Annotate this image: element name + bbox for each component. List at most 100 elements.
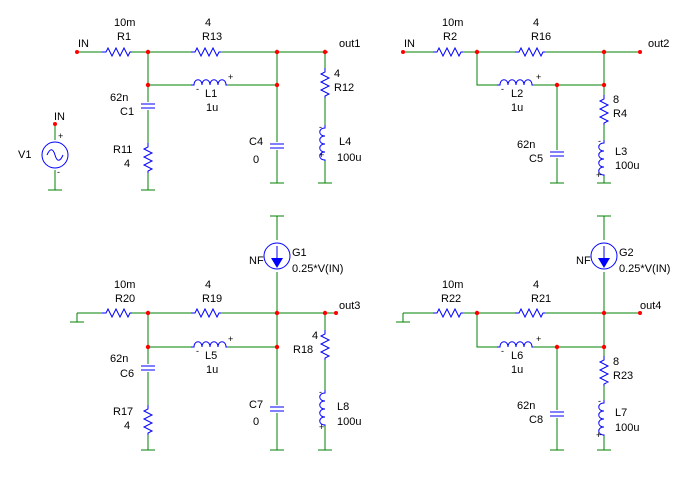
r23-value: 8 (613, 356, 619, 368)
r16-value: 4 (533, 17, 539, 29)
r16-name: R16 (531, 31, 551, 43)
l7-name: L7 (615, 407, 627, 419)
port-out4: out4 (640, 300, 661, 312)
r17-name: R17 (113, 406, 133, 418)
svg-text:+: + (536, 72, 541, 82)
r21-name: R21 (531, 293, 551, 305)
l3-name: L3 (615, 146, 627, 158)
port-out2: out2 (648, 38, 669, 50)
svg-text:-: - (319, 387, 322, 397)
l6-value: 1u (511, 364, 523, 376)
capacitor-c5 (549, 151, 565, 157)
resistor-r1 (101, 47, 133, 57)
resistor-r13 (190, 47, 222, 57)
r17-value: 4 (124, 420, 130, 432)
svg-text:-: - (319, 122, 322, 132)
svg-text:+: + (228, 334, 233, 344)
l2-name: L2 (511, 88, 523, 100)
resistor-r4 (599, 94, 609, 126)
r1-value: 10m (114, 17, 135, 29)
r12-value: 4 (334, 68, 340, 80)
g2-name: G2 (619, 247, 634, 259)
svg-text:+: + (596, 170, 601, 180)
r13-name: R13 (202, 31, 222, 43)
schematic-3: 10m R20 4 R19 L5 1u 62n C6 R17 4 C7 0 4 … (69, 215, 361, 451)
r19-name: R19 (202, 293, 222, 305)
r21-value: 4 (533, 279, 539, 291)
svg-text:+: + (596, 430, 601, 440)
r23-name: R23 (613, 370, 633, 382)
voltage-source-v1: + - V1 IN (18, 111, 69, 191)
v1-name: V1 (18, 149, 31, 161)
l8-value: 100u (337, 416, 361, 428)
svg-text:+: + (58, 131, 63, 141)
port-in-2: IN (404, 38, 415, 50)
g1-tag: NF (249, 255, 264, 267)
resistor-r20 (101, 308, 133, 318)
r20-name: R20 (115, 293, 135, 305)
resistor-r11 (143, 142, 153, 174)
r20-value: 10m (114, 279, 135, 291)
c7-value: 0 (253, 416, 259, 428)
v1-net: IN (54, 111, 65, 123)
resistor-r17 (143, 404, 153, 436)
c8-name: C8 (529, 414, 543, 426)
c5-name: C5 (529, 153, 543, 165)
capacitor-c1 (140, 103, 156, 109)
r22-name: R22 (441, 293, 461, 305)
c8-value: 62n (517, 400, 535, 412)
resistor-r12 (320, 67, 330, 99)
l3-value: 100u (615, 160, 639, 172)
svg-text:+: + (536, 334, 541, 344)
r22-value: 10m (442, 279, 463, 291)
schematic-4: 10m R22 4 R21 L6 1u 62n C8 8 R23 L7 100u… (395, 215, 670, 451)
r13-value: 4 (205, 17, 211, 29)
capacitor-c6 (140, 365, 156, 371)
r4-name: R4 (613, 108, 627, 120)
resistor-r22 (432, 308, 464, 318)
r19-value: 4 (205, 279, 211, 291)
g1-value: 0.25*V(IN) (292, 263, 343, 275)
l1-name: L1 (205, 88, 217, 100)
r12-name: R12 (334, 82, 354, 94)
svg-text:-: - (598, 396, 601, 406)
l5-name: L5 (205, 350, 217, 362)
capacitor-c7 (269, 406, 285, 412)
schematic-1: 10m R1 4 R13 L1 1u 62n C1 R11 4 C4 0 4 R… (75, 17, 361, 191)
port-out1: out1 (339, 38, 360, 50)
c4-name: C4 (249, 136, 263, 148)
svg-text:-: - (501, 346, 504, 356)
r4-value: 8 (613, 94, 619, 106)
svg-text:+: + (319, 150, 324, 160)
c5-value: 62n (517, 139, 535, 151)
g2-tag: NF (576, 255, 591, 267)
l4-name: L4 (339, 136, 351, 148)
g1-name: G1 (292, 247, 307, 259)
resistor-r23 (599, 355, 609, 387)
l4-value: 100u (337, 152, 361, 164)
resistor-r19 (190, 308, 222, 318)
resistor-r21 (514, 308, 546, 318)
svg-text:+: + (228, 72, 233, 82)
l8-name: L8 (337, 401, 349, 413)
svg-text:-: - (598, 136, 601, 146)
g2-value: 0.25*V(IN) (619, 263, 670, 275)
r18-name: R18 (293, 344, 313, 356)
l2-value: 1u (511, 102, 523, 114)
port-in-1: IN (78, 38, 89, 50)
current-source-g2 (590, 242, 618, 270)
capacitor-c4 (269, 143, 285, 149)
c7-name: C7 (249, 399, 263, 411)
l6-name: L6 (511, 350, 523, 362)
c6-name: C6 (120, 368, 134, 380)
svg-text:+: + (319, 422, 324, 432)
resistor-r18 (320, 329, 330, 361)
resistor-r2 (432, 47, 464, 57)
c1-value: 62n (110, 92, 128, 104)
c1-name: C1 (120, 106, 134, 118)
c4-value: 0 (253, 154, 259, 166)
capacitor-c8 (549, 411, 565, 417)
r1-name: R1 (117, 31, 131, 43)
r2-name: R2 (443, 31, 457, 43)
